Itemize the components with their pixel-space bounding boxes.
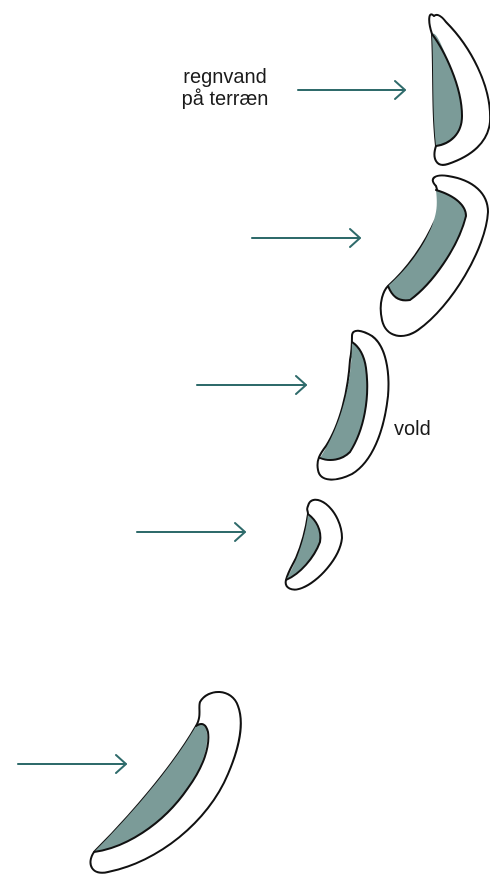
arrow-4 — [136, 522, 246, 542]
dike-1-inner-line — [431, 33, 464, 147]
dike-2 — [379, 174, 489, 337]
dike-5-inner-line — [93, 723, 210, 853]
dike-1 — [428, 13, 490, 166]
rainwater-label-line-1: regnvand — [183, 66, 267, 88]
arrow-2 — [251, 228, 361, 248]
dike-3 — [316, 329, 390, 481]
arrow-5 — [17, 754, 127, 774]
arrow-3 — [196, 375, 307, 395]
rainwater-label: regnvand på terræn — [160, 66, 290, 110]
dike-2-inner-line — [387, 189, 468, 302]
dike-5-water — [94, 723, 208, 852]
dike-1-water — [432, 33, 462, 147]
arrows — [17, 80, 406, 774]
arrow-1 — [297, 80, 406, 100]
dike-label: vold — [394, 418, 431, 440]
dike-3-water — [320, 342, 368, 460]
dike-5 — [89, 691, 242, 874]
dike-4 — [284, 498, 343, 591]
dike-3-inner-line — [319, 341, 369, 461]
dike-4-inner-line — [285, 513, 322, 581]
rainwater-label-line-2: på terræn — [181, 88, 269, 110]
dike-4-water — [286, 514, 321, 580]
dike-2-water — [388, 190, 466, 301]
